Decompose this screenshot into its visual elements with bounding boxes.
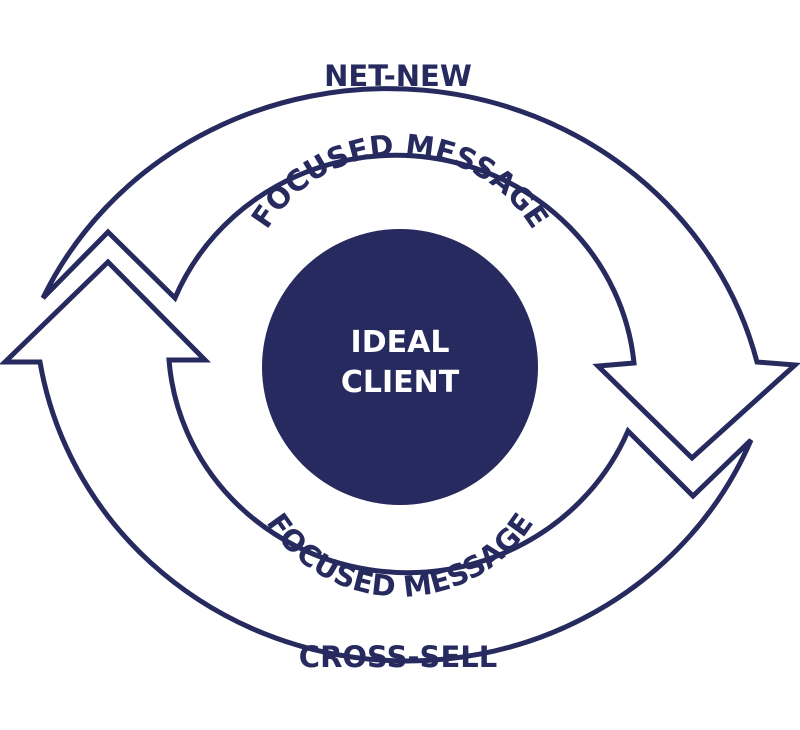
ideal-client-circle: [262, 229, 538, 505]
net-new-label: NET-NEW: [324, 59, 472, 93]
client-label: CLIENT: [341, 365, 460, 400]
cross-sell-label: CROSS-SELL: [299, 640, 497, 674]
net-new-arrow: [40, 86, 800, 462]
cross-sell-arrow: [0, 258, 754, 664]
ideal-label: IDEAL: [351, 325, 450, 360]
